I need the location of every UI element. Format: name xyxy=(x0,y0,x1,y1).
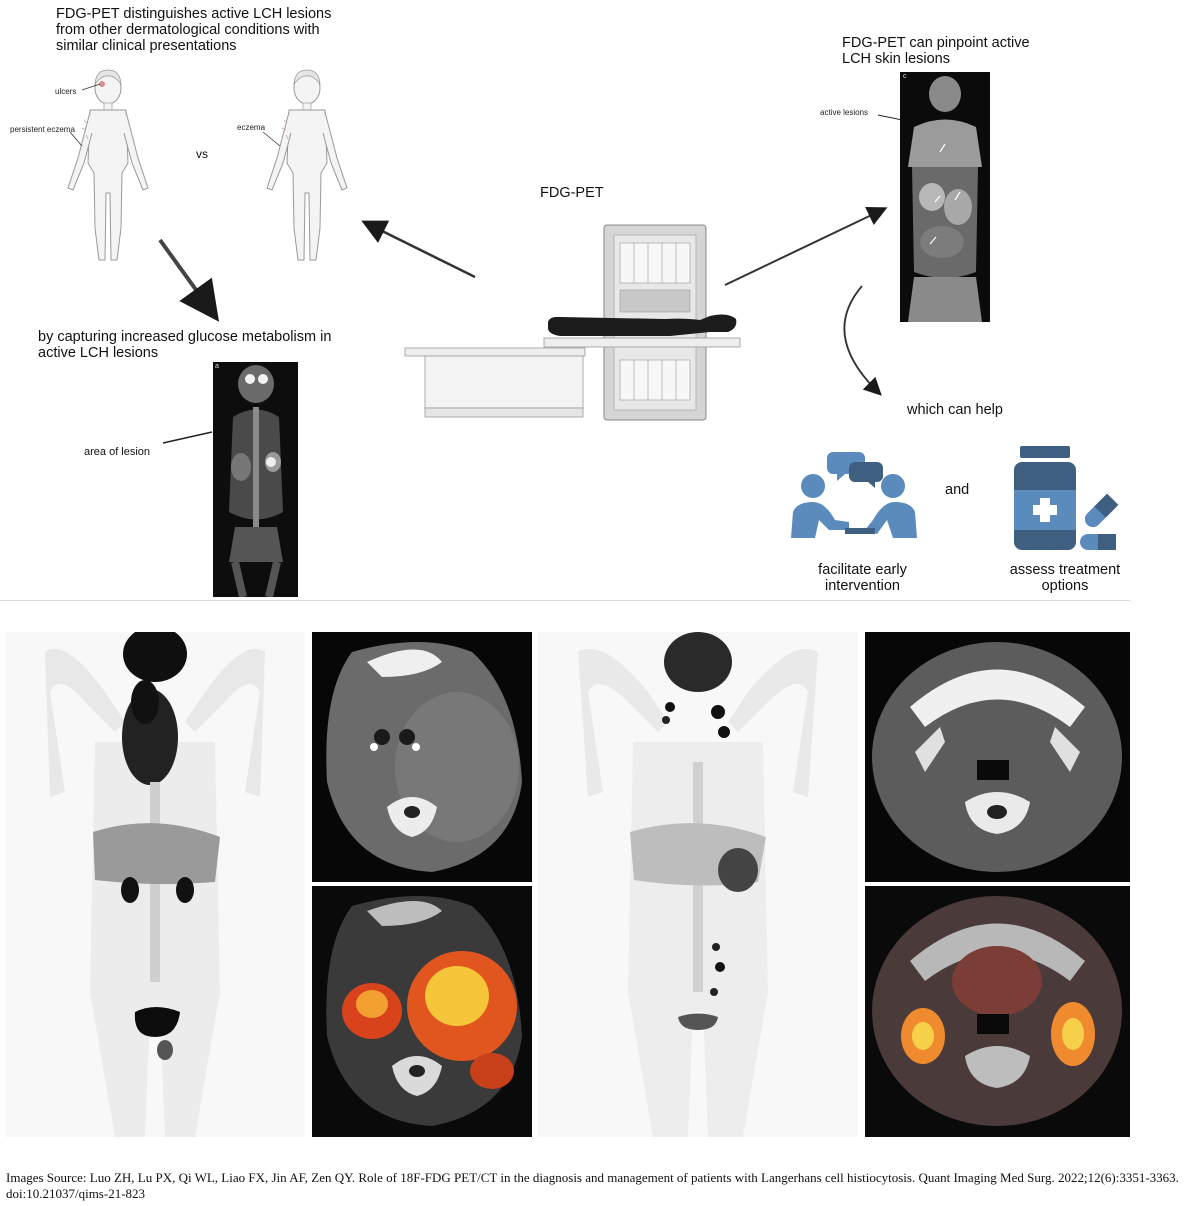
eczema-marks xyxy=(81,119,289,140)
consultation-icon xyxy=(791,452,917,538)
flow-arrows xyxy=(158,114,913,444)
label-eczema: eczema xyxy=(237,123,266,132)
arrow-to-left-panel xyxy=(361,220,476,279)
arrow-to-scan-a xyxy=(158,238,220,322)
lower-left-heading: by capturing increased glucose metabolis… xyxy=(38,329,332,361)
pet-ct-fused-patient-2 xyxy=(865,886,1130,1137)
mip-whole-body-patient-1 xyxy=(5,632,305,1137)
label-ulcers: ulcers xyxy=(55,87,77,96)
which-can-help: which can help xyxy=(907,402,1003,418)
pet-mri-scan-a: a xyxy=(213,362,298,598)
medicine-icon xyxy=(1014,446,1119,550)
label-persistent-eczema: persistent eczema xyxy=(10,125,75,134)
ulcer-mark xyxy=(99,81,105,87)
right-heading: FDG-PET can pinpoint active LCH skin les… xyxy=(842,35,1030,67)
mip-whole-body-patient-2 xyxy=(538,632,858,1137)
label-vs: vs xyxy=(196,147,208,161)
benefit-1: facilitate early intervention xyxy=(818,562,907,594)
ct-axial-patient-2 xyxy=(865,632,1130,882)
label-active-lesions: active lesions xyxy=(820,108,869,117)
arrow-to-right-panel xyxy=(724,207,888,286)
ct-axial-patient-1 xyxy=(312,632,532,882)
pet-scanner-illustration xyxy=(404,224,741,421)
child-figures-illustration xyxy=(67,69,348,261)
center-label: FDG-PET xyxy=(540,185,604,201)
benefit-2: assess treatment options xyxy=(1009,562,1121,594)
label-area-of-lesion: area of lesion xyxy=(84,446,151,458)
pet-ct-fused-patient-1 xyxy=(312,886,532,1137)
image-source-citation: Images Source: Luo ZH, Lu PX, Qi WL, Lia… xyxy=(6,1170,1179,1201)
and-text: and xyxy=(945,482,970,498)
section-divider xyxy=(0,600,1130,601)
arrow-to-benefits xyxy=(843,285,882,396)
left-heading: FDG-PET distinguishes active LCH lesions… xyxy=(56,6,332,54)
pet-mri-scan-c: c xyxy=(900,72,990,322)
scan-c-letter: c xyxy=(903,73,907,80)
area-of-lesion-pointer xyxy=(162,431,213,444)
scan-a-letter: a xyxy=(215,363,219,370)
